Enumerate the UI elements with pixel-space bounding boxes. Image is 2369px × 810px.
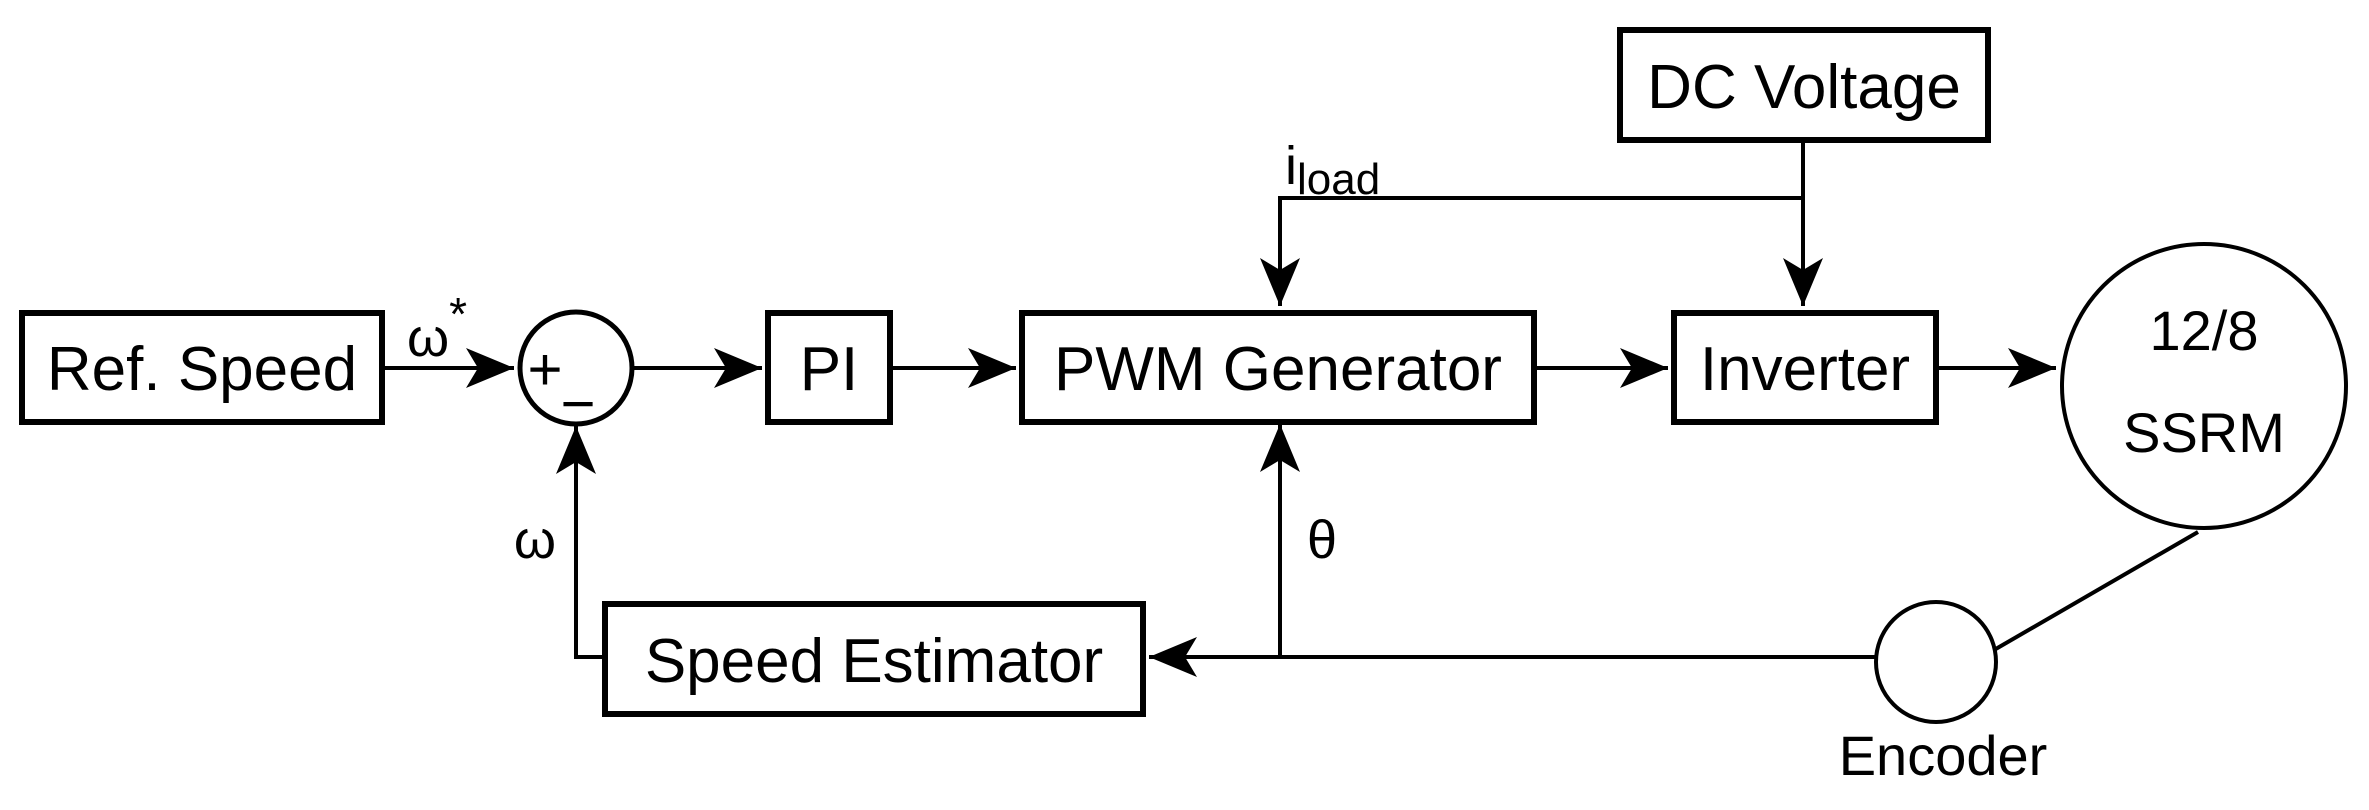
pi-block <box>765 310 893 425</box>
pwm-generator-label: PWM Generator <box>1054 335 1502 404</box>
ref-speed-label: Ref. Speed <box>47 335 357 404</box>
ssrm-motor-line1: 12/8 <box>2150 299 2259 362</box>
summing-junction <box>517 309 635 427</box>
encoder-circle <box>1874 600 1998 724</box>
pwm-generator-block <box>1019 310 1537 425</box>
i-load-sub: load <box>1297 155 1380 204</box>
omega-feedback-label: ω <box>514 510 556 570</box>
arrow-omega-to-sum <box>556 426 605 659</box>
omega-ref-base: ω <box>407 308 449 368</box>
i-load-label: iload <box>1285 136 1380 204</box>
pi-label: PI <box>800 335 859 404</box>
summing-minus-sign: − <box>560 370 595 437</box>
dc-voltage-label: DC Voltage <box>1647 53 1961 122</box>
ref-speed-block <box>19 310 385 425</box>
ssrm-motor-circle <box>2060 242 2348 530</box>
speed-estimator-block <box>602 601 1146 717</box>
inverter-label: Inverter <box>1700 335 1910 404</box>
theta-label: θ <box>1307 510 1337 570</box>
omega-ref-label: ω* <box>407 288 467 368</box>
encoder-label: Encoder <box>1839 724 2048 787</box>
ssrm-motor-line2: SSRM <box>2123 401 2285 464</box>
summing-plus-sign: + <box>527 336 562 403</box>
dc-voltage-block <box>1617 27 1991 143</box>
omega-ref-sup: * <box>449 288 467 340</box>
line-motor-to-encoder <box>1992 530 2200 652</box>
speed-estimator-label: Speed Estimator <box>645 627 1103 696</box>
inverter-block <box>1671 310 1939 425</box>
arrow-iload-to-pwm <box>1260 196 1803 306</box>
i-load-base: i <box>1285 136 1297 196</box>
